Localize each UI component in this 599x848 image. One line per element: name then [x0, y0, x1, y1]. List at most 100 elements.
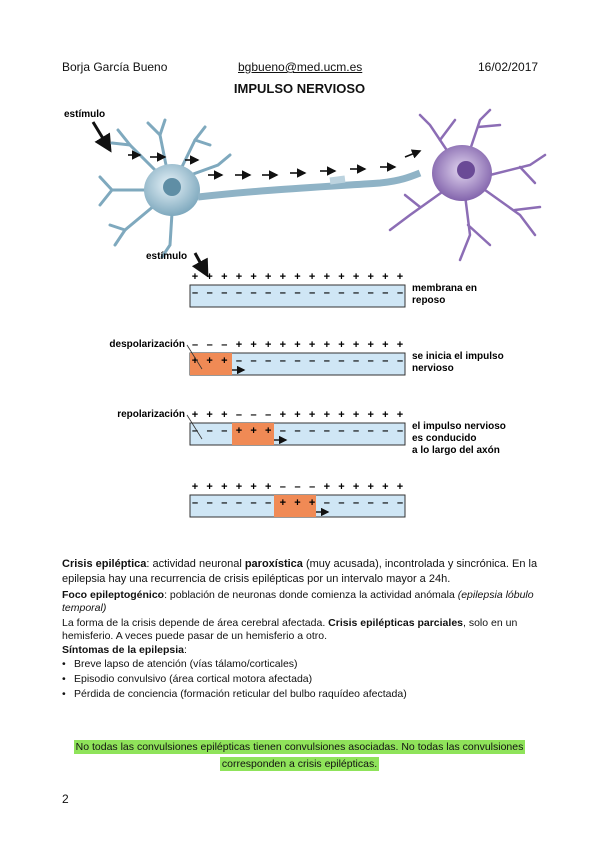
charge-sign: – — [192, 287, 198, 299]
charge-sign: – — [309, 481, 315, 493]
membrane-caption: es conducido — [412, 433, 476, 444]
membrane-rows: +++++++++++++++–––––––––––––––membrana e… — [109, 271, 506, 518]
charge-sign: – — [294, 425, 300, 437]
charge-sign: + — [353, 409, 359, 421]
charge-sign: – — [280, 355, 286, 367]
charge-sign: – — [382, 287, 388, 299]
charge-sign: – — [309, 287, 315, 299]
charge-sign: + — [397, 339, 403, 351]
charge-sign: + — [280, 271, 286, 283]
list-item: Episodio convulsivo (área cortical motor… — [62, 672, 542, 687]
term-sintomas: Síntomas de la epilepsia — [62, 644, 184, 656]
charge-sign: – — [265, 409, 271, 421]
charge-sign: – — [382, 425, 388, 437]
charge-sign: + — [367, 481, 373, 493]
charge-sign: + — [367, 339, 373, 351]
charge-sign: + — [206, 409, 212, 421]
page-number: 2 — [62, 792, 69, 806]
charge-sign: – — [397, 355, 403, 367]
charge-sign: + — [236, 425, 242, 437]
label-leader — [186, 344, 203, 370]
charge-sign: – — [280, 481, 286, 493]
charge-sign: + — [353, 481, 359, 493]
charge-sign: + — [324, 409, 330, 421]
charge-sign: + — [397, 481, 403, 493]
charge-sign: + — [309, 409, 315, 421]
charge-sign: + — [324, 271, 330, 283]
charge-sign: + — [338, 271, 344, 283]
charge-sign: + — [324, 339, 330, 351]
charge-sign: + — [280, 409, 286, 421]
charge-sign: + — [206, 481, 212, 493]
charge-sign: – — [265, 497, 271, 509]
charge-sign: + — [324, 481, 330, 493]
header-author: Borja García Bueno — [62, 60, 168, 74]
membrane-caption: a lo largo del axón — [412, 445, 500, 456]
charge-sign: – — [192, 339, 198, 351]
charge-sign: – — [236, 355, 242, 367]
charge-sign: + — [250, 271, 256, 283]
charge-sign: – — [192, 497, 198, 509]
text-span: : actividad neuronal — [146, 558, 245, 570]
charge-sign: + — [382, 409, 388, 421]
paragraph-crisis: Crisis epiléptica: actividad neuronal pa… — [62, 557, 542, 702]
charge-sign: – — [309, 425, 315, 437]
header-date: 16/02/2017 — [478, 60, 539, 74]
charge-sign: – — [221, 425, 227, 437]
term-crisis: Crisis epiléptica — [62, 558, 147, 570]
charge-sign: + — [265, 425, 271, 437]
charge-sign: – — [324, 497, 330, 509]
charge-sign: – — [382, 355, 388, 367]
charge-sign: + — [382, 339, 388, 351]
right-neuron-dendrites — [388, 108, 547, 262]
charge-sign: + — [192, 481, 198, 493]
charge-sign: – — [251, 355, 257, 367]
charge-sign: – — [309, 355, 315, 367]
term-foco: Foco epileptogénico — [62, 589, 165, 601]
charge-sign: – — [265, 355, 271, 367]
charge-sign: – — [397, 497, 403, 509]
term-paroxistica: paroxística — [244, 558, 303, 570]
charge-sign: – — [338, 497, 344, 509]
axon — [197, 169, 422, 201]
charge-sign: – — [324, 425, 330, 437]
membrane-caption: nervioso — [412, 363, 454, 374]
stimulus-arrow-top — [91, 121, 112, 153]
charge-sign: – — [251, 409, 257, 421]
symptom-list: Breve lapso de atención (vías tálamo/cor… — [62, 657, 542, 702]
charge-sign: + — [206, 355, 212, 367]
charge-sign: + — [236, 271, 242, 283]
charge-sign: – — [338, 425, 344, 437]
header-email[interactable]: bgbueno@med.ucm.es — [238, 60, 363, 74]
charge-sign: + — [280, 497, 286, 509]
charge-sign: + — [294, 271, 300, 283]
charge-sign: + — [250, 481, 256, 493]
highlight-note: No todas las convulsiones epilépticas ti… — [0, 738, 599, 772]
term-parciales: Crisis epilépticas parciales — [328, 617, 463, 629]
charge-sign: + — [294, 497, 300, 509]
charge-sign: – — [353, 425, 359, 437]
list-item: Breve lapso de atención (vías tálamo/cor… — [62, 657, 542, 672]
charge-sign: + — [206, 271, 212, 283]
charge-sign: + — [353, 271, 359, 283]
charge-sign: – — [280, 287, 286, 299]
charge-sign: – — [397, 287, 403, 299]
charge-sign: + — [353, 339, 359, 351]
charge-sign: + — [338, 409, 344, 421]
page-title: IMPULSO NERVIOSO — [233, 81, 366, 96]
text-span: (muy acusada), incontrolada y sincrónica… — [62, 558, 538, 585]
charge-sign: – — [368, 497, 374, 509]
charge-sign: – — [207, 425, 213, 437]
charge-sign: – — [397, 425, 403, 437]
charge-sign: + — [294, 409, 300, 421]
charge-sign: – — [294, 481, 300, 493]
charge-sign: + — [250, 425, 256, 437]
charge-sign: – — [368, 425, 374, 437]
charge-sign: – — [207, 497, 213, 509]
depolarized-zone — [232, 423, 274, 445]
charge-sign: – — [294, 287, 300, 299]
charge-sign: + — [367, 271, 373, 283]
charge-sign: + — [192, 409, 198, 421]
charge-sign: – — [294, 355, 300, 367]
depolarized-zone — [274, 495, 316, 517]
